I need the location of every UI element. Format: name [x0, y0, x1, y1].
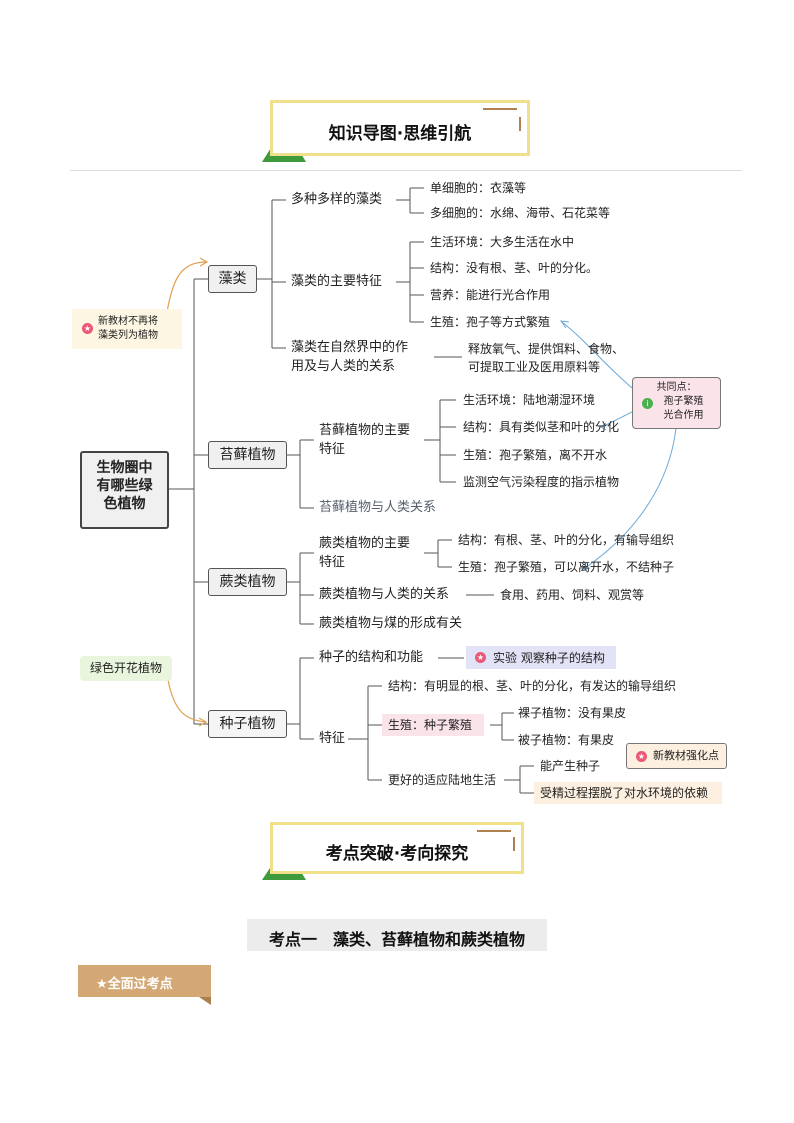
fern-relation-desc: 食用、药用、饲料、观赏等 [500, 588, 645, 602]
algae-habitat: 生活环境：大多生活在水中 [430, 235, 575, 249]
callout-flowering: 绿色开花植物 [80, 656, 172, 681]
banner-exam-points: 考点突破·考向探究 [262, 822, 526, 880]
root-node: 生物圈中有哪些绿色植物 [80, 451, 169, 529]
seed-gymnosperm: 裸子植物：没有果皮 [518, 706, 627, 720]
fern-features-line2: 特征 [319, 555, 346, 570]
banner-accent-bar [477, 830, 511, 832]
fertilization-badge: 受精过程摆脱了对水环境的依赖 [534, 782, 722, 804]
node-fern: 蕨类植物 [208, 568, 287, 596]
callout-new-textbook-line1: 新教材不再将 [98, 316, 158, 327]
tag-label: ★全面过考点 [96, 977, 173, 992]
experiment-label: 实验 观察种子的结构 [493, 651, 605, 665]
moss-features-line2: 特征 [319, 442, 346, 457]
star-icon: ★ [475, 652, 486, 663]
algae-diverse: 多种多样的藻类 [291, 192, 383, 207]
banner-knowledge-map: 知识导图·思维引航 [262, 100, 532, 162]
fern-features-line1: 蕨类植物的主要 [319, 536, 411, 551]
seed-structure-function: 种子的结构和功能 [319, 650, 424, 665]
moss-reproduction: 生殖：孢子繁殖，离不开水 [463, 448, 608, 462]
node-seed-label: 种子植物 [219, 716, 276, 732]
banner-accent-bar [483, 108, 517, 110]
callout-new-emphasis: ★ 新教材强化点 [626, 743, 727, 769]
root-label: 生物圈中有哪些绿色植物 [96, 460, 153, 512]
callout-flowering-label: 绿色开花植物 [89, 661, 162, 675]
algae-structure: 结构：没有根、茎、叶的分化。 [430, 261, 599, 275]
star-icon: ★ [82, 323, 93, 334]
callout-common-line3: 光合作用 [663, 410, 704, 421]
algae-unicellular: 单细胞的：衣藻等 [430, 181, 527, 195]
seed-reproduction-badge: 生殖：种子繁殖 [382, 714, 484, 736]
moss-features-line1: 苔藓植物的主要 [319, 423, 411, 438]
callout-common: i 共同点： 孢子繁殖 光合作用 [632, 377, 721, 429]
callout-common-line2: 孢子繁殖 [663, 396, 704, 407]
seed-structure: 结构：有明显的根、茎、叶的分化，有发达的输导组织 [388, 679, 677, 693]
node-fern-label: 蕨类植物 [219, 574, 276, 590]
node-algae-label: 藻类 [218, 271, 247, 287]
callout-new-textbook-line2: 藻类列为植物 [98, 330, 158, 341]
banner-title: 考点突破·考向探究 [325, 844, 469, 864]
fern-relation: 蕨类植物与人类的关系 [319, 587, 450, 602]
algae-role-line1: 藻类在自然界中的作 [291, 340, 409, 355]
seed-fertilization: 受精过程摆脱了对水环境的依赖 [540, 786, 709, 800]
banner-accent-tick [519, 117, 521, 131]
node-moss: 苔藓植物 [208, 441, 287, 469]
moss-structure: 结构：具有类似茎和叶的分化 [463, 420, 620, 434]
tag-all-points: ★全面过考点 [78, 965, 211, 1005]
node-seed: 种子植物 [208, 710, 287, 738]
algae-features: 藻类的主要特征 [291, 274, 383, 289]
banner-title: 知识导图·思维引航 [328, 124, 472, 144]
seed-angiosperm: 被子植物：有果皮 [518, 733, 615, 747]
algae-role-line2: 用及与人类的关系 [291, 359, 396, 374]
callout-new-emphasis-label: 新教材强化点 [653, 749, 719, 762]
fern-structure: 结构：有根、茎、叶的分化，有输导组织 [458, 533, 675, 547]
section-title-bar: 考点一 藻类、苔藓植物和蕨类植物 [247, 919, 547, 951]
algae-multicellular: 多细胞的：水绵、海带、石花菜等 [430, 206, 611, 220]
seed-produce-seed: 能产生种子 [540, 759, 601, 773]
fern-coal: 蕨类植物与煤的形成有关 [319, 616, 463, 631]
algae-role-desc-line1: 释放氧气、提供饵料、食物、 [468, 342, 625, 356]
callout-common-line1: 共同点： [656, 382, 697, 393]
algae-reproduction: 生殖：孢子等方式繁殖 [430, 315, 551, 329]
algae-nutrition: 营养：能进行光合作用 [430, 288, 551, 302]
info-icon: i [642, 398, 653, 409]
fern-reproduction: 生殖：孢子繁殖，可以离开水，不结种子 [458, 560, 675, 574]
algae-role-desc-line2: 可提取工业及医用原料等 [468, 360, 601, 374]
section-title: 考点一 藻类、苔藓植物和蕨类植物 [268, 930, 525, 949]
moss-relation: 苔藓植物与人类关系 [319, 500, 437, 515]
moss-habitat: 生活环境：陆地潮湿环境 [463, 393, 596, 407]
moss-indicator: 监测空气污染程度的指示植物 [463, 475, 620, 489]
seed-reproduction: 生殖：种子繁殖 [388, 718, 473, 732]
divider [70, 170, 742, 171]
tag-fold [199, 997, 211, 1005]
star-icon: ★ [636, 751, 647, 762]
callout-new-textbook: ★ 新教材不再将 藻类列为植物 [72, 309, 182, 349]
node-moss-label: 苔藓植物 [219, 447, 276, 463]
node-algae: 藻类 [208, 265, 257, 293]
seed-adaptation: 更好的适应陆地生活 [388, 773, 497, 787]
experiment-badge: ★ 实验 观察种子的结构 [466, 646, 616, 669]
banner-accent-tick [513, 837, 515, 851]
seed-features: 特征 [319, 731, 346, 746]
